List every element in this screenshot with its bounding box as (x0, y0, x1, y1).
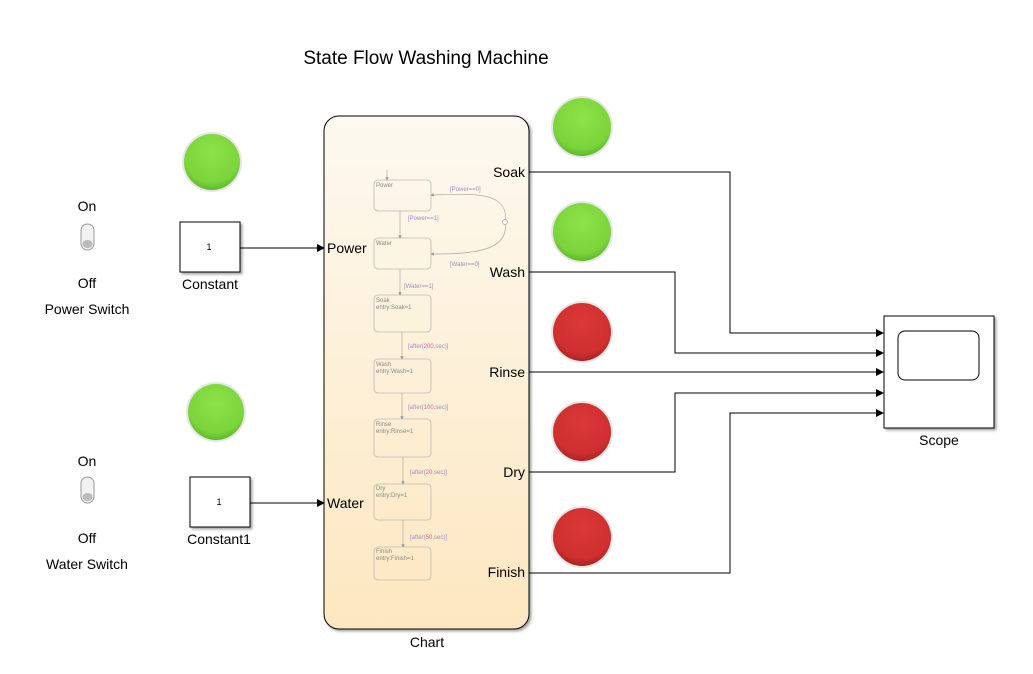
dry-signal-line[interactable] (529, 389, 884, 473)
chart-output-rinse: Rinse (489, 364, 525, 380)
state-finish-name: Finish (376, 549, 392, 555)
constant-label: Constant (182, 276, 238, 292)
state-power-name: Power (376, 183, 393, 189)
state-soak-name: Soak (376, 298, 391, 304)
state-rinse-name: Rinse (376, 422, 392, 428)
chart-label: Chart (410, 634, 444, 650)
state-water-name: Water (376, 241, 392, 247)
constant-value: 1 (206, 242, 211, 252)
soak-signal-line[interactable] (529, 171, 884, 337)
state-finish-entry: entry:Finish=1 (376, 556, 415, 562)
transition-wash-rinse: [after(100,sec)] (408, 405, 449, 411)
water-switch-name: Water Switch (46, 556, 128, 572)
power-switch-name: Power Switch (45, 301, 130, 317)
soak-lamp[interactable] (551, 96, 613, 158)
transition-water-off: [Water==0] (450, 262, 480, 268)
diagram-title: State Flow Washing Machine (303, 48, 548, 69)
state-dry-entry: entry:Dry=1 (376, 493, 408, 499)
constant1-label: Constant1 (187, 531, 251, 547)
chart-output-wash: Wash (490, 264, 525, 280)
power-switch-on-label: On (78, 198, 97, 214)
state-dry-name: Dry (376, 486, 385, 492)
water-toggle-switch-icon[interactable] (80, 476, 95, 504)
transition-power-off: [Power==0] (450, 187, 481, 193)
transition-water-on: [Water==1] (404, 284, 434, 290)
constant1-block[interactable]: 1 (189, 476, 251, 528)
state-wash-entry: entry:Wash=1 (376, 369, 414, 375)
chart-output-finish: Finish (488, 564, 525, 580)
power-switch-off-label: Off (78, 275, 97, 291)
chart-output-soak: Soak (493, 164, 526, 180)
water-switch-on-label: On (78, 453, 97, 469)
transition-dry-finish: [after(50,sec)] (410, 535, 447, 541)
wash-lamp[interactable] (551, 201, 613, 263)
water-switch-off-label: Off (78, 530, 97, 546)
power-toggle-switch-icon[interactable] (80, 223, 95, 251)
state-soak (373, 294, 432, 333)
finish-lamp[interactable] (551, 506, 613, 568)
state-soak-entry: entry:Soak=1 (376, 305, 412, 311)
state-rinse-entry: entry:Rinse=1 (376, 429, 414, 435)
rinse-lamp[interactable] (551, 301, 613, 363)
chart-output-dry: Dry (503, 464, 525, 480)
power-lamp[interactable] (182, 132, 242, 192)
scope-screen-icon (897, 330, 980, 381)
state-wash-name: Wash (376, 362, 391, 368)
transition-rinse-dry: [after(20,sec)] (410, 470, 447, 476)
scope-label: Scope (919, 432, 959, 448)
chart-input-water: Water (327, 495, 364, 511)
transition-power-on: [Power==1] (408, 216, 439, 222)
constant-block[interactable]: 1 (179, 221, 241, 273)
wash-signal-line[interactable] (529, 271, 884, 357)
chart-input-power: Power (327, 240, 367, 256)
constant1-value: 1 (216, 497, 221, 507)
finish-signal-line[interactable] (529, 409, 884, 574)
dry-lamp[interactable] (551, 401, 613, 463)
water-lamp[interactable] (186, 382, 246, 442)
transition-soak-wash: [after(200,sec)] (408, 344, 449, 350)
scope-block[interactable] (883, 315, 995, 429)
